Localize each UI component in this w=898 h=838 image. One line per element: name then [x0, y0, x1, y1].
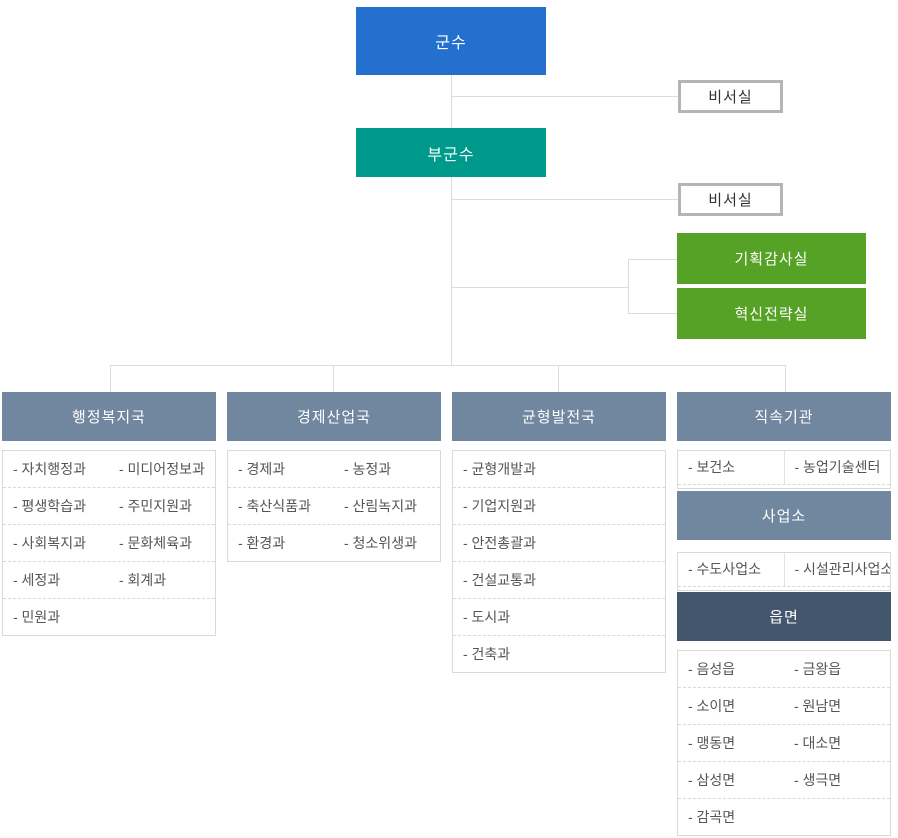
header-towns-townships[interactable]: 읍면 [677, 592, 891, 641]
list-item[interactable]: - 문화체육과 [119, 535, 192, 551]
node-secretary-vice[interactable]: 비서실 [678, 183, 783, 216]
list-item[interactable]: - 산림녹지과 [344, 498, 417, 514]
list-balanced-dev: - 균형개발과 - 기업지원과 - 안전총괄과 - 건설교통과 - 도시과 - … [452, 450, 666, 673]
table-row: - 환경과 - 청소위생과 [228, 524, 440, 561]
table-row: - 평생학습과 - 주민지원과 [3, 487, 215, 524]
table-row: - 안전총괄과 [453, 524, 665, 561]
table-row: - 민원과 [3, 598, 215, 635]
list-item[interactable]: - 농업기술센터 [783, 451, 891, 484]
list-item-empty [109, 599, 215, 635]
list-business-offices: - 수도사업소 - 시설관리사업소 [677, 552, 891, 591]
list-item[interactable]: - 농정과 [344, 461, 392, 477]
list-item[interactable]: - 미디어정보과 [119, 461, 205, 477]
header-business-offices[interactable]: 사업소 [677, 491, 891, 540]
table-row: - 음성읍 - 금왕읍 [678, 651, 890, 687]
list-item[interactable]: - 주민지원과 [119, 498, 192, 514]
connector-offices-bracket [628, 259, 629, 314]
list-item[interactable]: - 삼성면 [688, 772, 736, 788]
list-item[interactable]: - 감곡면 [688, 809, 736, 825]
table-row: - 감곡면 [678, 798, 890, 835]
list-item[interactable]: - 건축과 [463, 646, 511, 662]
list-item[interactable]: - 균형개발과 [463, 461, 536, 477]
list-item[interactable]: - 세정과 [13, 572, 61, 588]
node-secretary-top[interactable]: 비서실 [678, 80, 783, 113]
list-item[interactable]: - 청소위생과 [344, 535, 417, 551]
table-row: - 삼성면 - 생극면 [678, 761, 890, 798]
node-vice-governor[interactable]: 부군수 [356, 128, 546, 177]
table-row: - 자치행정과 - 미디어정보과 [3, 451, 215, 487]
list-item[interactable]: - 도시과 [463, 609, 511, 625]
connector-secretary-top [452, 96, 678, 97]
node-governor[interactable]: 군수 [356, 7, 546, 75]
list-item[interactable]: - 회계과 [119, 572, 167, 588]
connector-drop-1 [110, 365, 111, 392]
table-row: - 도시과 [453, 598, 665, 635]
list-item-empty [784, 799, 890, 835]
node-planning-audit[interactable]: 기획감사실 [677, 233, 866, 284]
connector-drop-3 [558, 365, 559, 392]
connector-offices-horizontal [452, 287, 629, 288]
list-item[interactable]: - 자치행정과 [13, 461, 86, 477]
list-item[interactable]: - 경제과 [238, 461, 286, 477]
header-balanced-dev-bureau[interactable]: 균형발전국 [452, 392, 666, 441]
list-item[interactable]: - 평생학습과 [13, 498, 86, 514]
table-row: - 세정과 - 회계과 [3, 561, 215, 598]
connector-distributor [110, 365, 786, 366]
list-item[interactable]: - 사회복지과 [13, 535, 86, 551]
connector-main-vertical [451, 75, 452, 365]
connector-office1-stub [628, 259, 677, 260]
list-item[interactable]: - 축산식품과 [238, 498, 311, 514]
list-economy-industry: - 경제과 - 농정과 - 축산식품과 - 산림녹지과 - 환경과 - 청소위생… [227, 450, 441, 562]
list-item[interactable]: - 수도사업소 [688, 561, 761, 577]
header-direct-agencies[interactable]: 직속기관 [677, 392, 891, 441]
connector-secretary-vice [452, 199, 678, 200]
header-economy-industry-bureau[interactable]: 경제산업국 [227, 392, 441, 441]
table-row: - 소이면 - 원남면 [678, 687, 890, 724]
list-item[interactable]: - 건설교통과 [463, 572, 536, 588]
table-row: - 맹동면 - 대소면 [678, 724, 890, 761]
list-admin-welfare: - 자치행정과 - 미디어정보과 - 평생학습과 - 주민지원과 - 사회복지과… [2, 450, 216, 636]
table-row: - 보건소 - 농업기술센터 [678, 451, 890, 485]
list-item[interactable]: - 대소면 [794, 735, 842, 751]
list-item[interactable]: - 맹동면 [688, 735, 736, 751]
connector-drop-4 [785, 365, 786, 392]
list-item[interactable]: - 금왕읍 [794, 661, 842, 677]
list-item[interactable]: - 보건소 [688, 459, 736, 475]
list-item[interactable]: - 민원과 [13, 609, 61, 625]
table-row: - 건설교통과 [453, 561, 665, 598]
table-row: - 축산식품과 - 산림녹지과 [228, 487, 440, 524]
table-row: - 균형개발과 [453, 451, 665, 487]
list-item[interactable]: - 생극면 [794, 772, 842, 788]
table-row: - 건축과 [453, 635, 665, 672]
list-item[interactable]: - 소이면 [688, 698, 736, 714]
table-row: - 기업지원과 [453, 487, 665, 524]
list-towns-townships: - 음성읍 - 금왕읍 - 소이면 - 원남면 - 맹동면 - 대소면 - 삼성… [677, 650, 891, 836]
list-item[interactable]: - 안전총괄과 [463, 535, 536, 551]
list-item[interactable]: - 환경과 [238, 535, 286, 551]
list-item[interactable]: - 기업지원과 [463, 498, 536, 514]
list-direct-agencies: - 보건소 - 농업기술센터 [677, 450, 891, 489]
list-item[interactable]: - 음성읍 [688, 661, 736, 677]
connector-drop-2 [333, 365, 334, 392]
connector-office2-stub [628, 313, 677, 314]
list-item[interactable]: - 원남면 [794, 698, 842, 714]
list-item[interactable]: - 시설관리사업소 [783, 553, 890, 586]
table-row: - 사회복지과 - 문화체육과 [3, 524, 215, 561]
node-innovation-strategy[interactable]: 혁신전략실 [677, 288, 866, 339]
table-row: - 경제과 - 농정과 [228, 451, 440, 487]
header-admin-welfare-bureau[interactable]: 행정복지국 [2, 392, 216, 441]
table-row: - 수도사업소 - 시설관리사업소 [678, 553, 890, 587]
